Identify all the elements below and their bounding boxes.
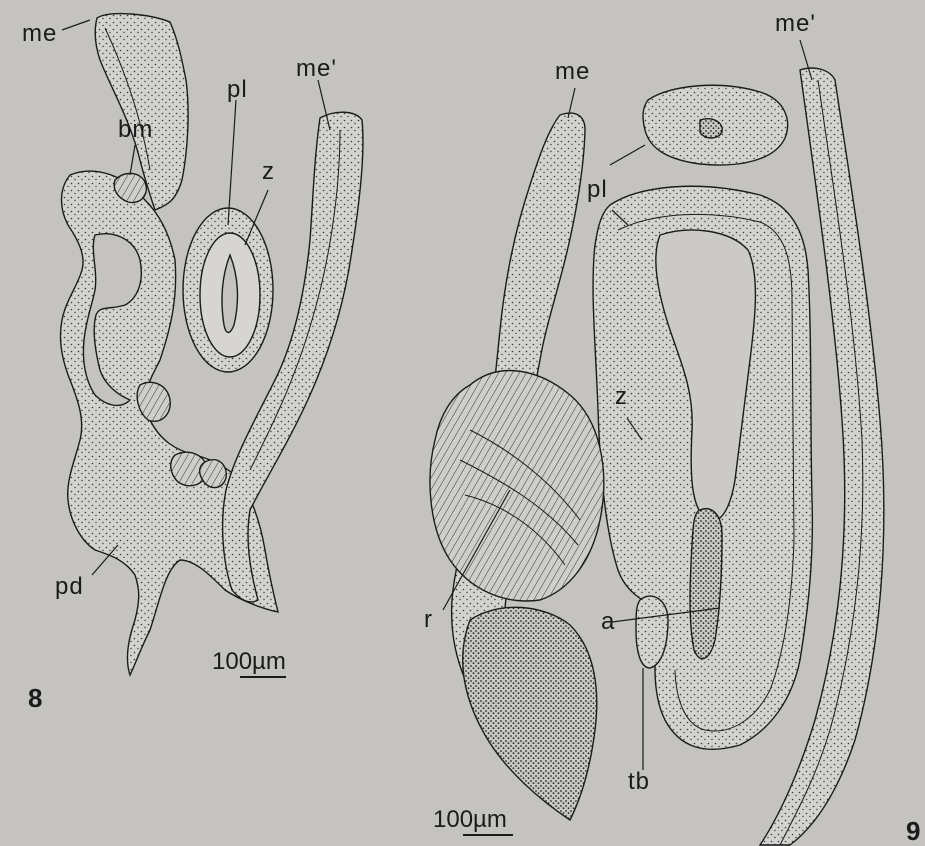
scale-line-panel8: [240, 676, 286, 678]
scale-label-panel8: 100µm: [212, 648, 286, 675]
label-tb-panel9: tb: [628, 770, 650, 794]
label-r-panel9: r: [424, 608, 433, 632]
panel8-drawing: [60, 14, 362, 675]
scale-label-panel9: 100µm: [433, 806, 507, 833]
scale-bar-panel8: 100µm: [212, 650, 307, 674]
scale-bar-panel9: 100µm: [433, 808, 533, 832]
label-pd-panel8: pd: [55, 575, 84, 599]
label-pl-panel8: pl: [227, 78, 248, 102]
label-me-panel9: me: [555, 60, 590, 84]
label-bm-panel8: bm: [118, 118, 153, 142]
label-z-panel8: z: [262, 160, 275, 184]
panel-number-8: 8: [28, 685, 42, 711]
label-me-panel8: me: [22, 22, 57, 46]
label-z-panel9: z: [615, 385, 628, 409]
panel-number-9: 9: [906, 818, 920, 844]
label-a-panel9: a: [601, 610, 615, 634]
label-me-prime-panel9: me': [775, 12, 816, 36]
panel9-drawing: [430, 40, 884, 845]
label-pl-panel9: pl: [587, 178, 608, 202]
label-me-prime-panel8: me': [296, 57, 337, 81]
scale-line-panel9: [463, 834, 513, 836]
